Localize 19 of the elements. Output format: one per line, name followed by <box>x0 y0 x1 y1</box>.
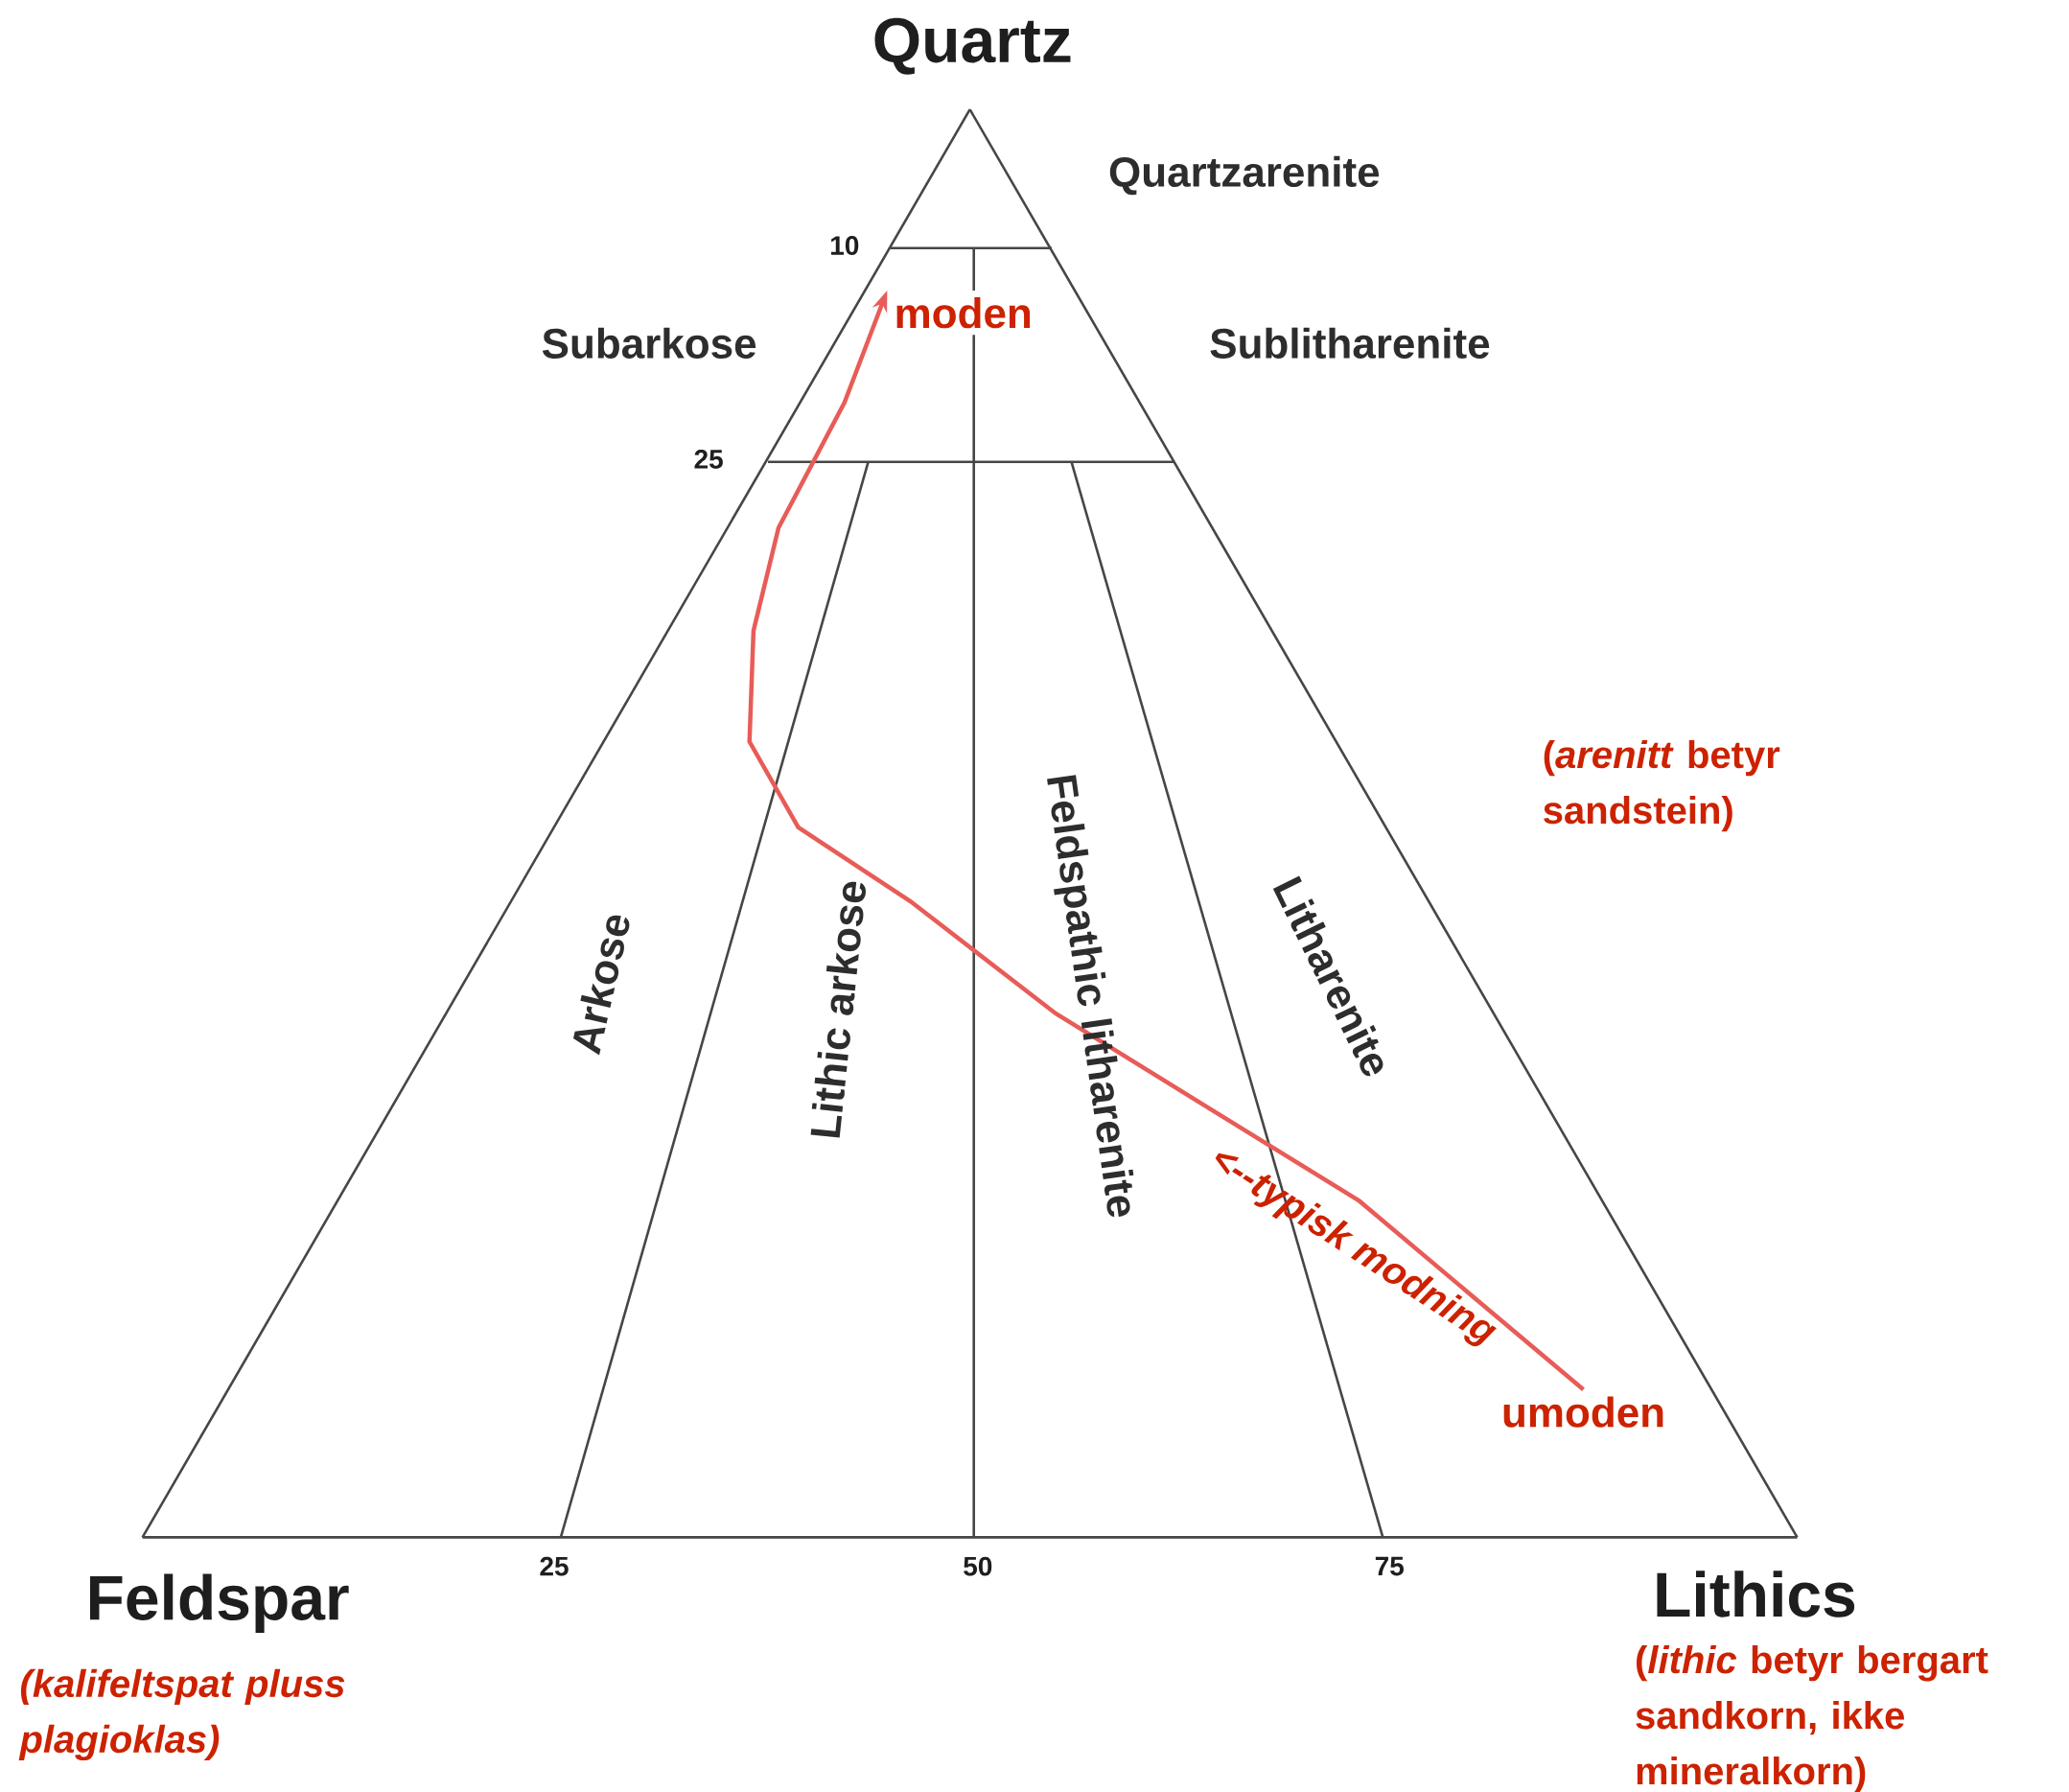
tick-label: 25 <box>694 450 723 469</box>
note: (kalifeltspat pluss plagioklas) <box>18 1668 345 1761</box>
tick-label: 10 <box>831 236 859 255</box>
vertex-label: Feldspar <box>89 1573 349 1633</box>
field-label: Feldspathic litharenite <box>1047 775 1134 1218</box>
tick-label: 50 <box>964 1556 992 1576</box>
field-label: Subarkose <box>542 327 756 359</box>
maturity-label: moden <box>887 291 1039 336</box>
field-label: Quartzarenite <box>1109 155 1380 196</box>
vertex-label: Quartz <box>874 17 1071 75</box>
note: (lithic betyr bergart sandkorn, ikke mineralkorn) <box>1636 1645 1988 1792</box>
field-label: Lithic arkose <box>810 881 866 1138</box>
field-label: Arkose <box>573 915 630 1056</box>
field-label: Sublitharenite <box>1210 327 1490 359</box>
tick-label: 75 <box>1375 1556 1404 1576</box>
note: (arenitt betyr sandstein) <box>1544 739 1780 832</box>
tick-label: 25 <box>540 1556 569 1576</box>
vertex-label: Lithics <box>1657 1571 1855 1617</box>
maturity-label: umoden <box>1494 1389 1673 1434</box>
